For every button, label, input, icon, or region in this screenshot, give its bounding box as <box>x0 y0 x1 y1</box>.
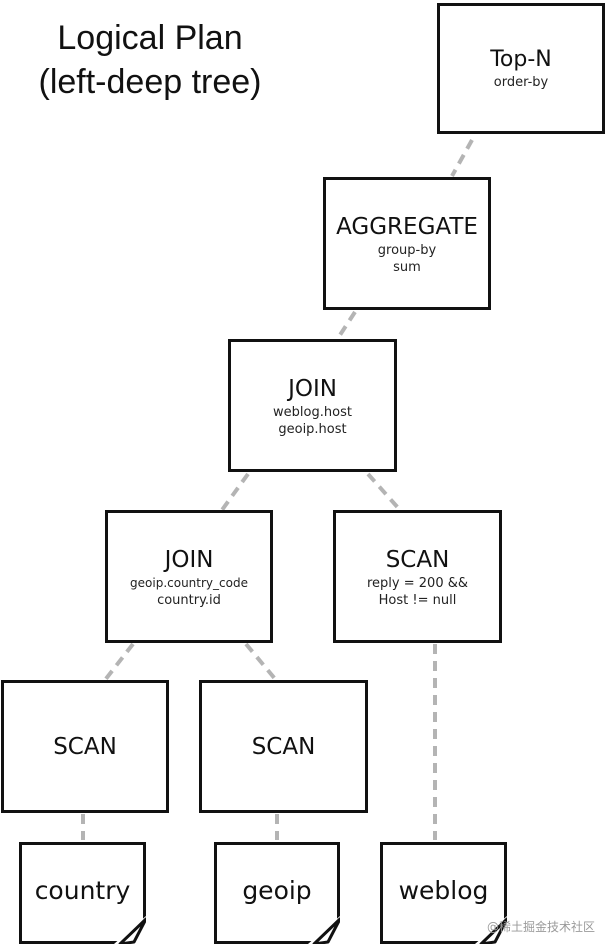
table-weblog-doc: weblog <box>380 842 507 944</box>
edge-join-scan-weblog <box>366 472 402 512</box>
scan-country-node: SCAN <box>1 680 169 813</box>
edge-join-scan-country <box>103 642 135 682</box>
node-name: AGGREGATE <box>336 213 478 240</box>
table-label: weblog <box>398 875 489 905</box>
node-name: SCAN <box>251 733 316 760</box>
node-detail: group-by <box>377 242 437 258</box>
node-detail: reply = 200 && <box>367 575 468 591</box>
page-fold-icon <box>475 916 507 944</box>
node-detail: geoip.host <box>278 421 347 437</box>
node-detail: sum <box>393 259 421 275</box>
page-fold-icon <box>308 916 340 944</box>
node-name: SCAN <box>53 733 117 760</box>
watermark: @稀土掘金技术社区 <box>486 920 595 934</box>
table-country-doc: country <box>19 842 146 944</box>
node-detail: weblog.host <box>273 404 352 420</box>
join-top-node: JOIN weblog.host geoip.host <box>228 339 397 472</box>
edge-join-scan-geoip <box>244 642 278 682</box>
node-detail: geoip.country_code <box>130 575 248 590</box>
node-name: SCAN <box>385 546 450 573</box>
edge-join-join <box>220 472 250 512</box>
node-detail: order-by <box>493 75 549 90</box>
page-fold-icon <box>114 916 146 944</box>
edge-topn-aggregate <box>450 139 474 177</box>
node-name: JOIN <box>288 375 337 402</box>
scan-weblog-node: SCAN reply = 200 && Host != null <box>333 510 502 643</box>
title-line-2: (left-deep tree) <box>38 63 262 101</box>
table-label: geoip <box>242 875 312 905</box>
node-detail: Host != null <box>378 592 457 608</box>
join-bottom-node: JOIN geoip.country_code country.id <box>105 510 273 643</box>
table-geoip-doc: geoip <box>214 842 340 944</box>
aggregate-node: AGGREGATE group-by sum <box>323 177 491 310</box>
edge-aggregate-join <box>336 310 357 340</box>
table-label: country <box>34 875 131 905</box>
top-n-node: Top-N order-by <box>437 3 605 134</box>
node-name: JOIN <box>164 546 214 573</box>
node-detail: country.id <box>157 592 221 608</box>
title-line-1: Logical Plan <box>57 19 243 57</box>
scan-geoip-node: SCAN <box>199 680 368 813</box>
node-name: Top-N <box>490 47 552 72</box>
